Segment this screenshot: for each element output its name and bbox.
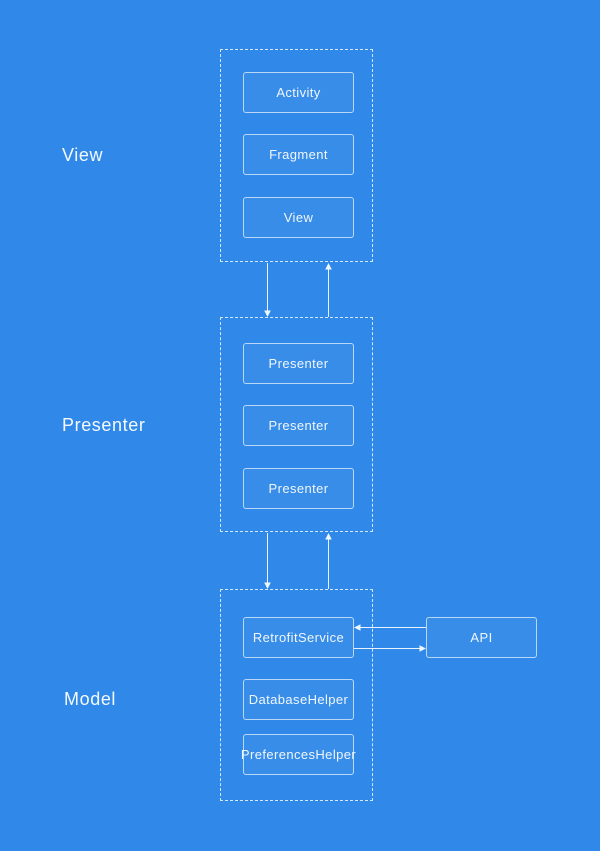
arrow-presenter-to-model (264, 533, 271, 589)
retrofit-service-node: RetrofitService (243, 617, 354, 658)
arrow-view-to-presenter (264, 263, 271, 317)
view-group: Activity Fragment View (220, 49, 373, 262)
model-group: RetrofitService DatabaseHelper Preferenc… (220, 589, 373, 801)
section-label-view: View (62, 145, 104, 165)
activity-node: Activity (243, 72, 354, 113)
section-label-model: Model (64, 689, 117, 709)
preferences-helper-node: PreferencesHelper (241, 734, 356, 775)
presenter-node-2: Presenter (243, 405, 354, 446)
database-helper-node: DatabaseHelper (243, 679, 354, 720)
arrow-presenter-to-view (325, 263, 332, 317)
arrow-model-to-presenter (325, 533, 332, 589)
presenter-group: Presenter Presenter Presenter (220, 317, 373, 532)
section-label-presenter: Presenter (62, 415, 146, 435)
view-node: View (243, 197, 354, 238)
fragment-node: Fragment (243, 134, 354, 175)
api-node: API (426, 617, 537, 658)
presenter-node-3: Presenter (243, 468, 354, 509)
presenter-node-1: Presenter (243, 343, 354, 384)
